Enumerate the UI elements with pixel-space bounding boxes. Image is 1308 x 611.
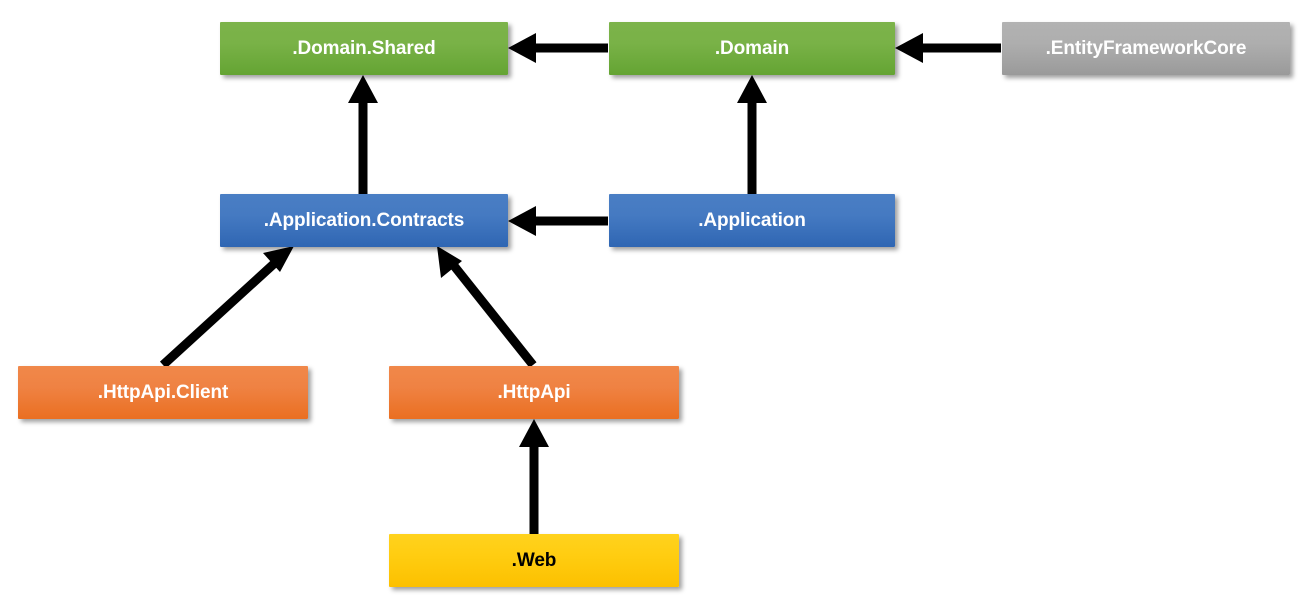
node-web-label: .Web (511, 549, 557, 571)
node-httpapi[interactable]: .HttpApi (389, 366, 679, 419)
edge-application-to-application-contracts (508, 206, 608, 236)
node-application-contracts[interactable]: .Application.Contracts (220, 194, 508, 247)
edge-application-contracts-to-domain-shared (348, 75, 378, 195)
node-domain-label: .Domain (714, 37, 790, 59)
edge-web-to-httpapi (519, 419, 549, 535)
node-domain-shared[interactable]: .Domain.Shared (220, 22, 508, 75)
node-web[interactable]: .Web (389, 534, 679, 587)
node-entity-framework-core-label: .EntityFrameworkCore (1045, 37, 1247, 59)
edge-application-to-domain (737, 75, 767, 195)
node-application-label: .Application (698, 209, 806, 231)
node-domain-shared-label: .Domain.Shared (292, 37, 436, 59)
edge-httpapi-to-application-contracts (437, 246, 537, 368)
node-application[interactable]: .Application (609, 194, 895, 247)
node-application-contracts-label: .Application.Contracts (263, 209, 465, 231)
node-domain[interactable]: .Domain (609, 22, 895, 75)
edge-domain-to-domain-shared (508, 33, 608, 63)
edge-httpapi-client-to-application-contracts (159, 246, 294, 369)
node-httpapi-client[interactable]: .HttpApi.Client (18, 366, 308, 419)
node-entity-framework-core[interactable]: .EntityFrameworkCore (1002, 22, 1290, 75)
edge-efcore-to-domain (895, 33, 1001, 63)
node-httpapi-label: .HttpApi (497, 381, 571, 403)
node-httpapi-client-label: .HttpApi.Client (97, 381, 229, 403)
